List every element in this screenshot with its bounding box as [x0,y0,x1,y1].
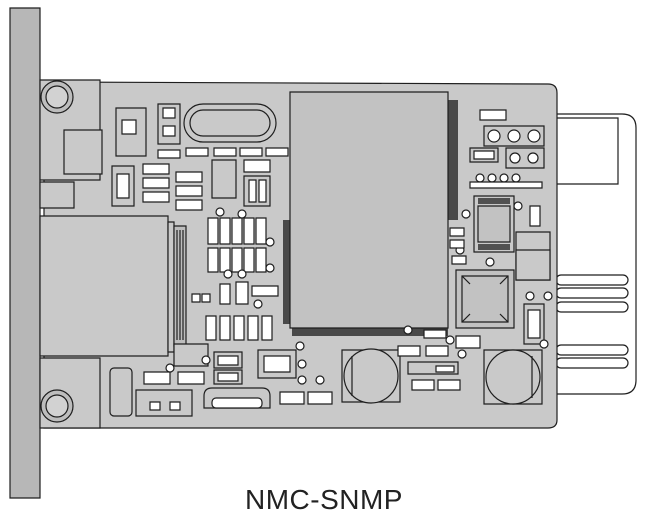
smd-resistor-row [158,148,288,158]
smd-components-center-bottom [398,326,480,390]
led-indicators [158,104,180,144]
screw-top [41,81,73,113]
main-processor-chip [283,92,458,336]
smd-components-bottom [110,344,242,416]
product-caption: NMC-SNMP [245,484,403,515]
electrolytic-capacitor-left [342,349,400,403]
smd-components-left [112,160,270,210]
reset-button [116,108,146,156]
usb-connector [204,388,270,408]
regulator-chip [258,342,332,404]
electrolytic-capacitor-right [484,350,542,404]
mounting-bracket [10,8,40,498]
capacitor-array [208,208,274,278]
crystal-oscillator [184,104,276,142]
network-port [40,216,186,356]
screw-bottom [41,390,73,422]
smd-components-lower [192,270,278,340]
edge-connector [550,114,636,394]
right-ic [474,196,514,252]
transformer-chip [456,270,514,328]
right-components [450,110,552,348]
